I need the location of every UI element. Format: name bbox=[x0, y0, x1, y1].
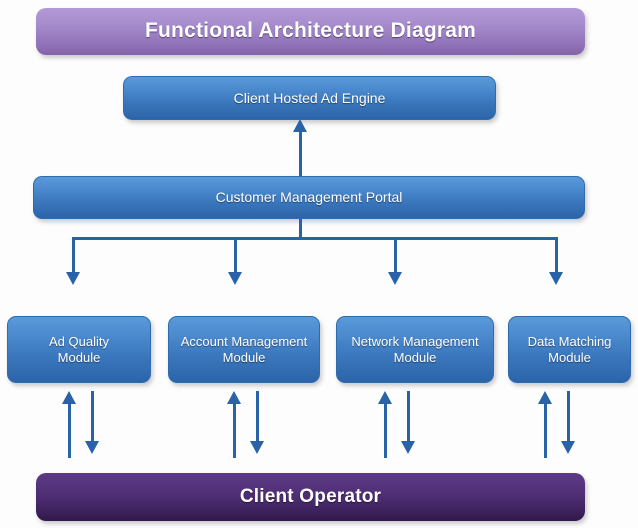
connector-bus-to-data-matching-line bbox=[555, 237, 558, 274]
module-label-line1: Account Management bbox=[180, 334, 308, 350]
arrowhead-down-ad-quality bbox=[85, 441, 99, 454]
module-network-management[interactable]: Network Management Module bbox=[336, 316, 494, 383]
connector-portal-bus bbox=[72, 237, 558, 240]
module-label-line2: Module bbox=[548, 349, 591, 365]
module-label-line2: Module bbox=[57, 349, 101, 365]
arrowhead-down-network-management bbox=[401, 441, 415, 454]
connector-portal-to-ad-engine-line bbox=[299, 132, 302, 176]
diagram-title-banner: Functional Architecture Diagram bbox=[36, 8, 585, 55]
module-label-line1: Data Matching bbox=[527, 334, 612, 350]
footer-client-operator-banner: Client Operator bbox=[36, 473, 585, 521]
arrowhead-up-to-ad-engine bbox=[293, 119, 307, 132]
module-data-matching[interactable]: Data Matching Module bbox=[508, 316, 631, 383]
connector-account-management-up-line bbox=[233, 404, 236, 458]
arrowhead-down-to-network-management bbox=[388, 272, 402, 285]
arrowhead-down-account-management bbox=[250, 441, 264, 454]
arrowhead-up-ad-quality bbox=[62, 391, 76, 404]
arrowhead-up-network-management bbox=[378, 391, 392, 404]
connector-network-management-up-line bbox=[384, 404, 387, 458]
module-label-line1: Ad Quality bbox=[49, 334, 109, 350]
connector-ad-quality-up-line bbox=[68, 404, 71, 458]
connector-data-matching-down-line bbox=[567, 391, 570, 443]
arrowhead-down-to-account-management bbox=[228, 272, 242, 285]
connector-network-management-down-line bbox=[407, 391, 410, 443]
module-label-line2: Module bbox=[222, 349, 266, 365]
connector-portal-bus-stem bbox=[299, 219, 302, 238]
module-label-line2: Module bbox=[393, 349, 437, 365]
arrowhead-down-to-ad-quality bbox=[66, 272, 80, 285]
connector-bus-to-network-management-line bbox=[394, 237, 397, 274]
arrowhead-up-data-matching bbox=[538, 391, 552, 404]
arrowhead-up-account-management bbox=[227, 391, 241, 404]
arrowhead-down-data-matching bbox=[561, 441, 575, 454]
connector-bus-to-ad-quality-line bbox=[72, 237, 75, 274]
module-label-line1: Network Management bbox=[351, 334, 479, 350]
arrowhead-down-to-data-matching bbox=[549, 272, 563, 285]
connector-bus-to-account-management-line bbox=[234, 237, 237, 274]
connector-ad-quality-down-line bbox=[91, 391, 94, 443]
node-client-hosted-ad-engine[interactable]: Client Hosted Ad Engine bbox=[123, 76, 496, 120]
connector-data-matching-up-line bbox=[544, 404, 547, 458]
module-account-management[interactable]: Account Management Module bbox=[168, 316, 320, 383]
connector-account-management-down-line bbox=[256, 391, 259, 443]
module-ad-quality[interactable]: Ad Quality Module bbox=[7, 316, 151, 383]
node-customer-management-portal[interactable]: Customer Management Portal bbox=[33, 176, 585, 219]
